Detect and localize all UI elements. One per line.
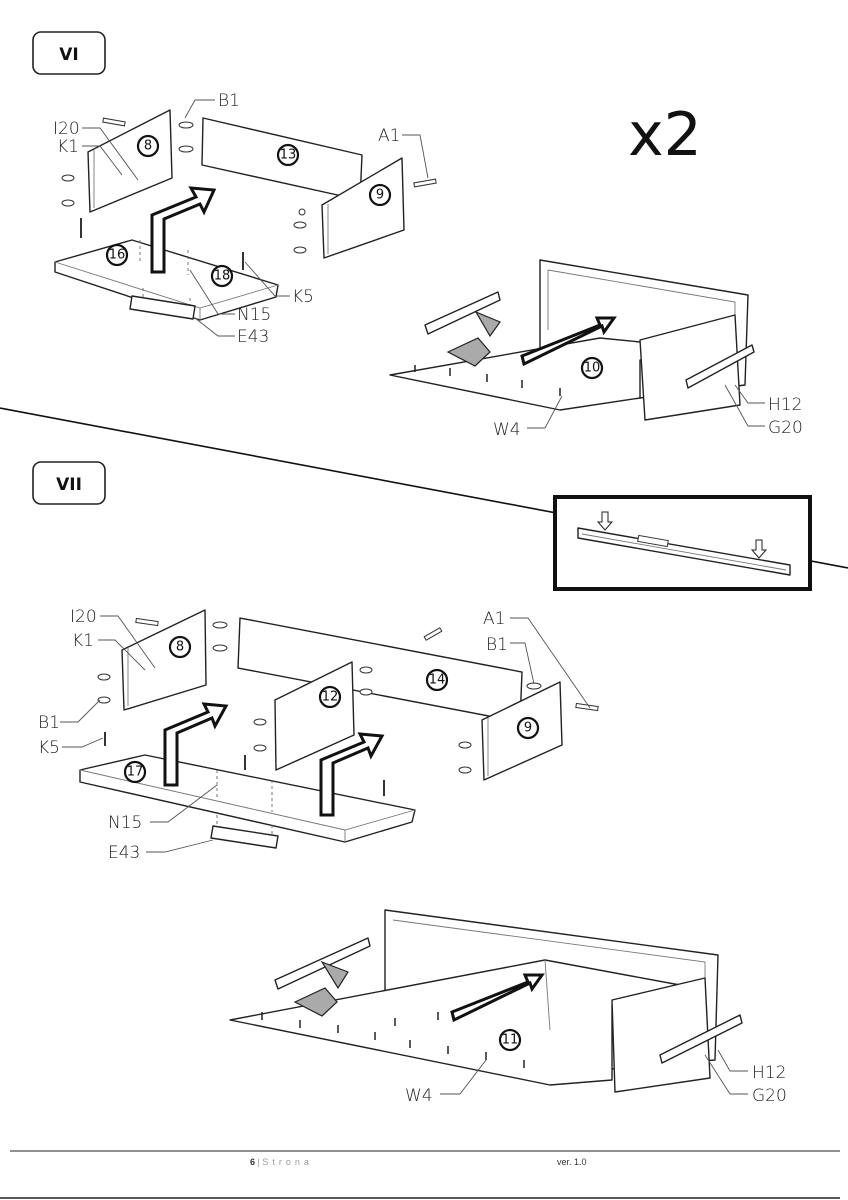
step-vi-badge — [32, 31, 106, 75]
label-b1: B1 — [218, 91, 240, 111]
panel-16-18: 16 18 — [54, 218, 279, 321]
label-i20: I20 — [53, 119, 80, 139]
hammer-icon — [293, 960, 349, 1017]
handle-e43 — [210, 825, 279, 849]
quantity-multiplier: x2 — [628, 100, 702, 170]
label-n15: N15 — [237, 305, 271, 325]
part-number-8: 8 — [144, 139, 152, 154]
label-k5: K5 — [292, 287, 314, 307]
part-number-9: 9 — [376, 188, 384, 203]
down-arrow-icon — [750, 539, 768, 559]
panel-9: 9 — [293, 157, 437, 259]
assembly-arrow-icon — [319, 732, 385, 817]
step-vi-label: VI — [59, 45, 78, 65]
label-w4: W4 — [405, 1086, 433, 1106]
part-number-10: 10 — [584, 361, 601, 376]
step-vii-badge — [32, 461, 106, 505]
label-e43: E43 — [237, 327, 269, 347]
label-k5: K5 — [38, 738, 60, 758]
handle-e43 — [129, 295, 196, 320]
part-number-8: 8 — [176, 640, 184, 655]
part-number-16: 16 — [109, 248, 126, 263]
page-word: Strona — [262, 1157, 313, 1167]
label-a1: A1 — [378, 126, 400, 146]
label-b1-right: B1 — [486, 635, 508, 655]
panel-13: 13 — [201, 117, 363, 201]
part-number-9: 9 — [524, 721, 532, 736]
part-number-17: 17 — [127, 765, 144, 780]
label-i20: I20 — [70, 607, 97, 627]
page-footer-number: 6 | Strona — [250, 1157, 313, 1167]
label-g20: G20 — [768, 418, 803, 438]
part-number-11: 11 — [502, 1033, 519, 1048]
part-number-18: 18 — [214, 269, 231, 284]
down-arrow-icon — [596, 511, 614, 531]
drawer-assembled-vii: 11 — [229, 909, 743, 1093]
slide-rail-detail-inset — [553, 495, 812, 591]
label-k1: K1 — [57, 137, 79, 157]
label-g20: G20 — [752, 1086, 787, 1106]
version-label: ver. 1.0 — [557, 1157, 587, 1167]
panel-12: 12 — [253, 661, 373, 771]
part-number-12: 12 — [322, 690, 339, 705]
label-k1: K1 — [72, 631, 94, 651]
step-vii: VII 8 14 12 — [32, 461, 812, 1106]
step-vi: VI x2 8 13 9 — [32, 31, 803, 440]
panel-9: 9 — [458, 681, 599, 781]
assembly-arrow-icon — [150, 186, 217, 274]
drawer-assembled-vi: 10 — [389, 259, 755, 421]
part-number-13: 13 — [280, 148, 297, 163]
label-w4: W4 — [493, 420, 521, 440]
label-e43: E43 — [108, 843, 140, 863]
label-n15: N15 — [108, 813, 142, 833]
label-a1: A1 — [483, 609, 505, 629]
panel-8: 8 — [61, 109, 173, 213]
assembly-arrow-icon — [163, 702, 229, 787]
hammer-icon — [446, 310, 501, 367]
page-number: 6 — [250, 1157, 256, 1167]
step-vii-label: VII — [56, 475, 82, 495]
label-h12: H12 — [752, 1063, 786, 1083]
label-h12: H12 — [768, 395, 802, 415]
panel-8: 8 — [97, 609, 228, 711]
label-b1-left: B1 — [38, 713, 60, 733]
part-number-14: 14 — [429, 673, 446, 688]
